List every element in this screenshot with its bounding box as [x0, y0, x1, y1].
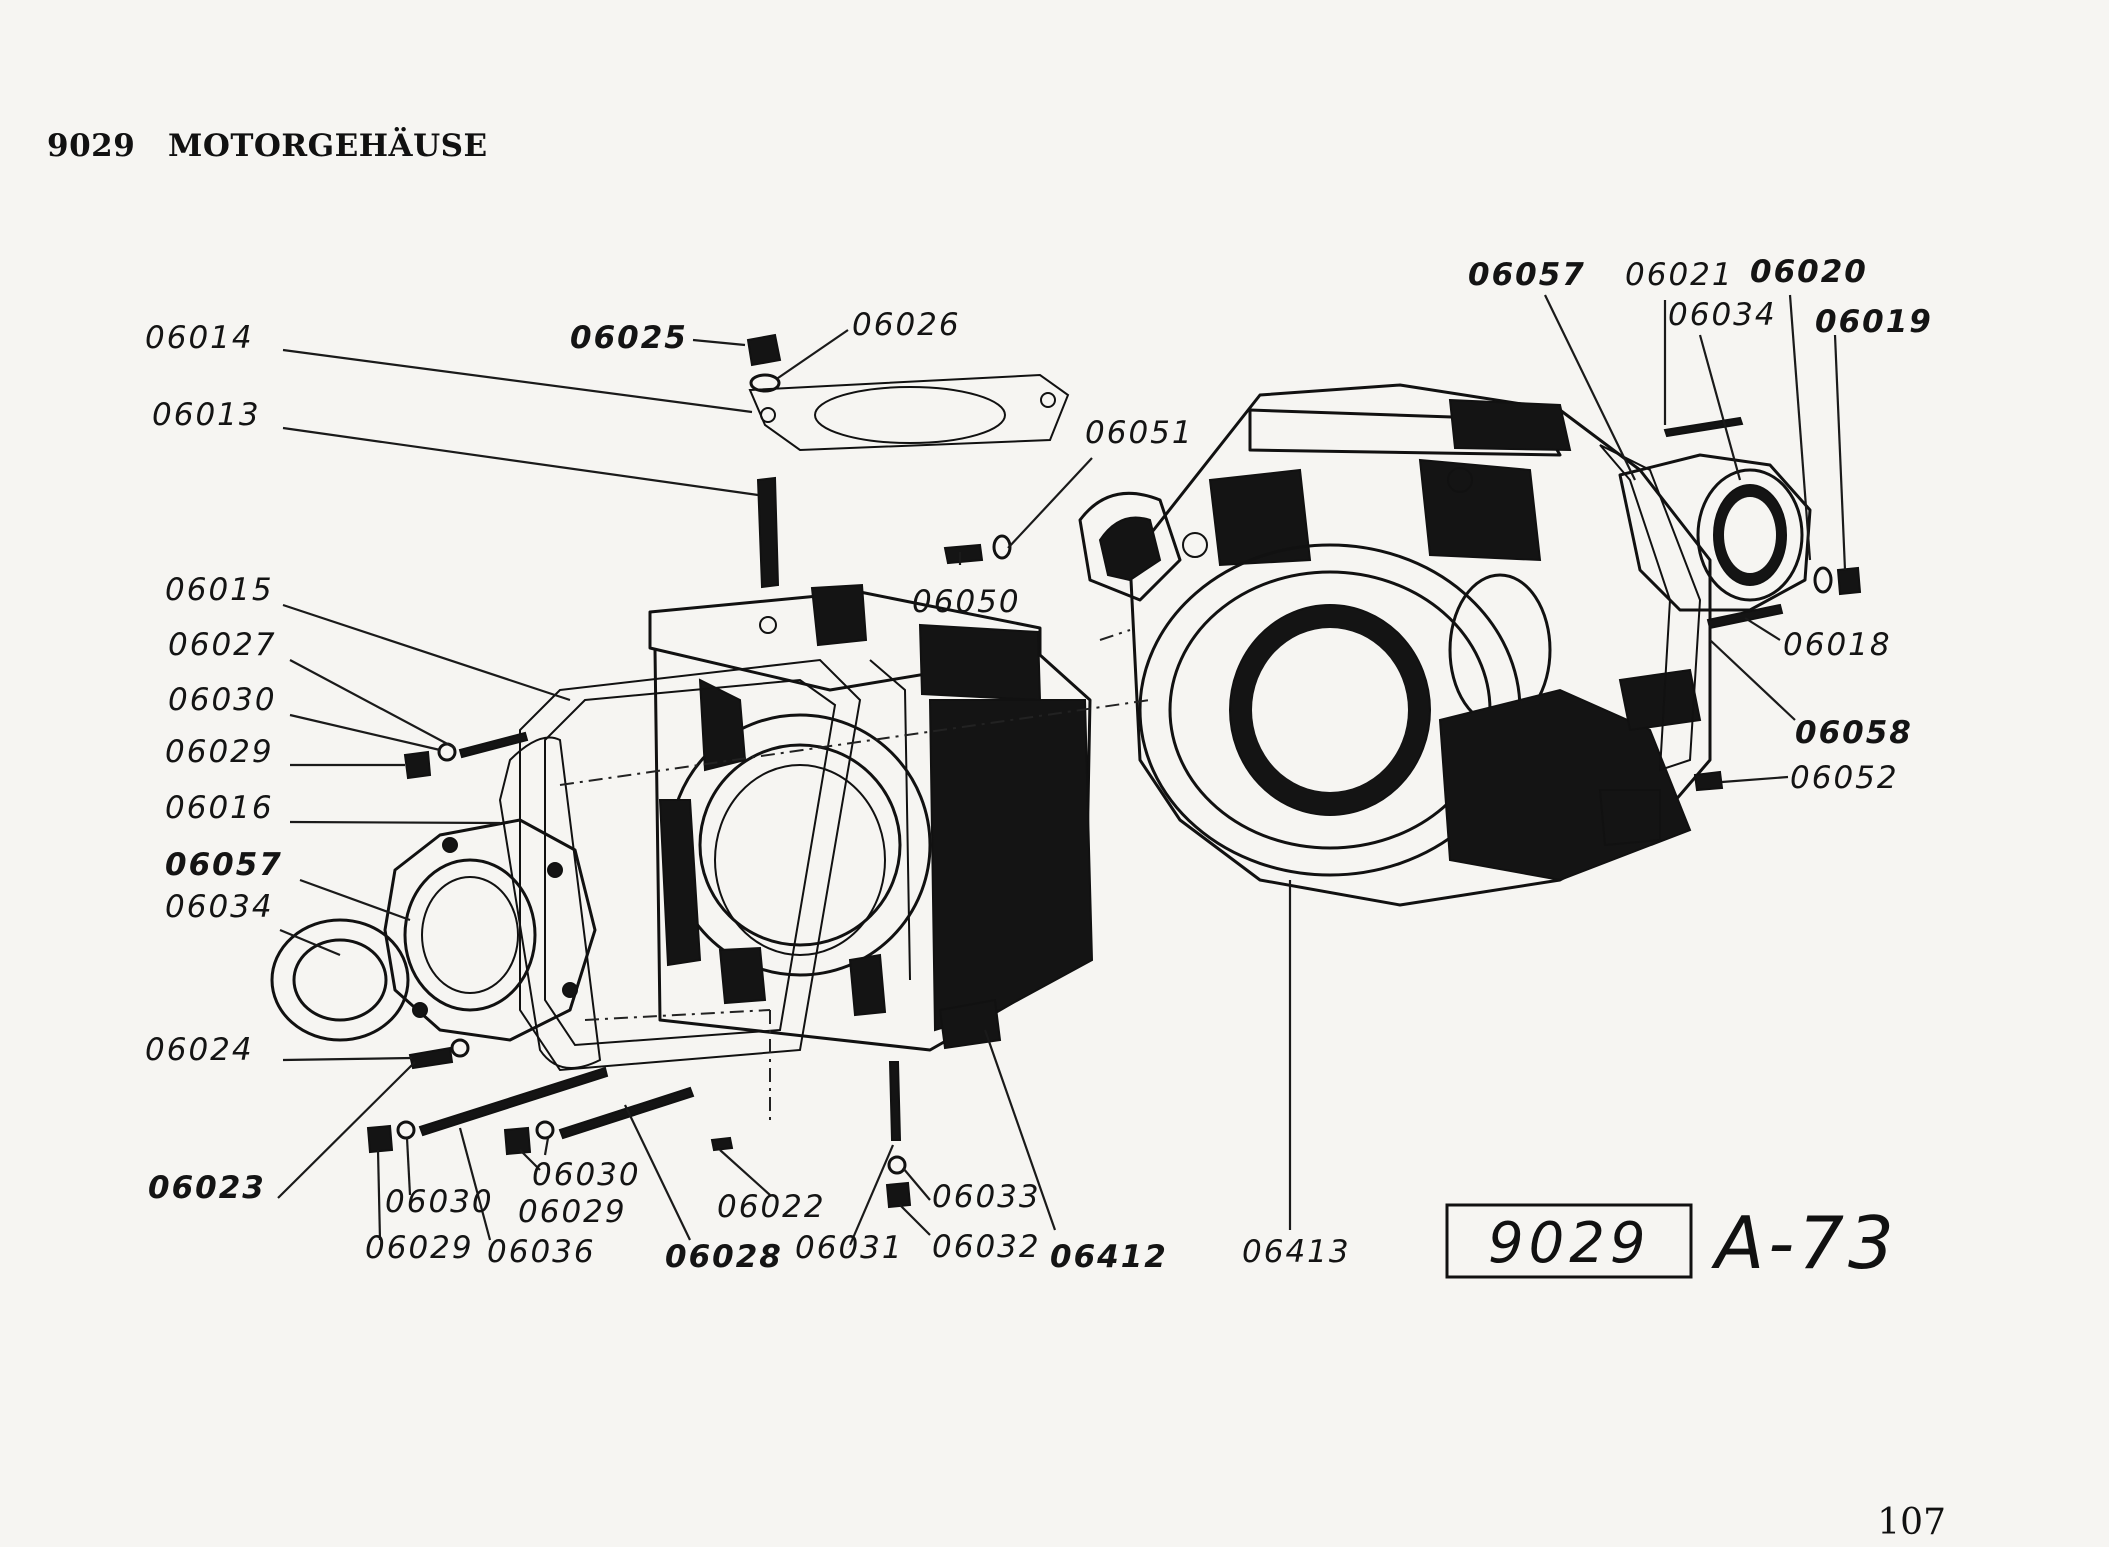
part-number-label: 06028 [665, 1239, 783, 1275]
stud-top [756, 476, 780, 589]
housing-half-left [648, 583, 1094, 1052]
part-number-label: 06030 [385, 1184, 494, 1220]
part-number-label: 06020 [1750, 254, 1868, 290]
part-number-label: 06030 [532, 1157, 641, 1193]
part-number-label: 06024 [145, 1032, 254, 1068]
part-number-label: 06023 [148, 1170, 266, 1206]
seal-ring-left [270, 918, 410, 1042]
housing-half-right [1078, 383, 1712, 907]
part-number-label: 06030 [168, 682, 277, 718]
drawing-code: 9029 [1488, 1211, 1651, 1276]
part-number-label: 06029 [365, 1230, 474, 1266]
oil-filler-plug [746, 333, 782, 367]
part-number-label: 06025 [570, 320, 688, 356]
part-number-label: 06057 [1468, 257, 1586, 293]
part-number-label: 06027 [168, 627, 277, 663]
part-number-label: 06021 [1625, 257, 1734, 293]
sheet-number: A-73 [1711, 1201, 1898, 1285]
part-number-label: 06032 [932, 1229, 1041, 1265]
drawing-code-stamp: 9029 A-73 [1445, 1201, 1898, 1285]
section-title: MOTORGEHÄUSE [168, 128, 488, 164]
part-number-label: 06033 [932, 1179, 1041, 1215]
section-number: 9029 [47, 128, 136, 164]
part-number-label: 06026 [852, 307, 961, 343]
part-number-label: 06016 [165, 790, 274, 826]
gasket-right [1599, 444, 1702, 772]
part-number-label: 06022 [717, 1189, 826, 1225]
part-number-label: 06015 [165, 572, 274, 608]
part-number-label: 06029 [518, 1194, 627, 1230]
part-number-label: 06014 [145, 320, 254, 356]
part-number-label: 06013 [152, 397, 261, 433]
part-number-label: 06051 [1085, 415, 1194, 451]
part-labels: 06014 06013 06025 06026 06051 06050 0601… [145, 254, 1933, 1275]
part-number-label: 06050 [912, 584, 1021, 620]
part-number-label: 06018 [1783, 627, 1892, 663]
part-number-label: 06034 [165, 889, 274, 925]
part-number-label: 06034 [1668, 297, 1777, 333]
part-number-label: 06029 [165, 734, 274, 770]
part-number-label: 06413 [1242, 1234, 1351, 1270]
part-number-label: 06412 [1050, 1239, 1168, 1275]
bearing-cover-left [383, 818, 597, 1042]
leader-lines [277, 294, 1847, 1246]
part-number-label: 06019 [1815, 304, 1933, 340]
gasket-left [519, 658, 862, 1072]
cylinder-head-gasket [748, 373, 1070, 452]
gasket-outer [498, 736, 602, 1069]
page-number: 107 [1877, 1502, 1946, 1543]
part-number-label: 06052 [1790, 760, 1899, 796]
part-number-label: 06057 [165, 847, 283, 883]
part-number-label: 06036 [487, 1234, 596, 1270]
part-number-label: 06031 [795, 1230, 904, 1266]
bearing-cover-right [1618, 453, 1812, 612]
bolt-06050 [943, 543, 984, 565]
plug-washer [749, 373, 781, 393]
part-number-label: 06058 [1795, 715, 1913, 751]
